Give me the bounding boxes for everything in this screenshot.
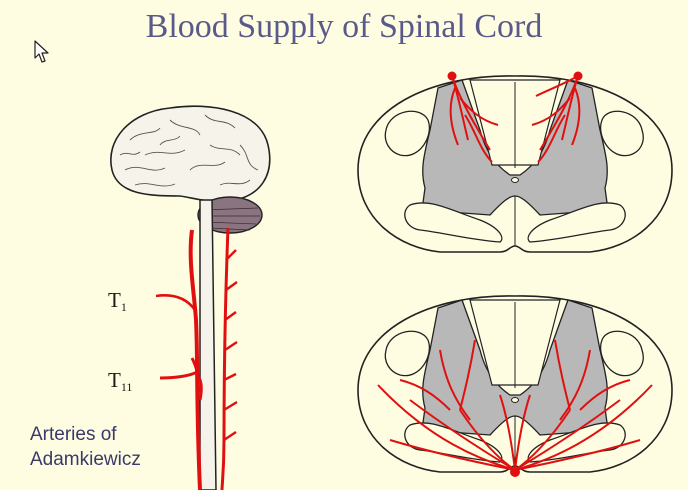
label-arteries-line1: Arteries of [30,422,141,447]
posterior-spinal-artery [222,228,228,490]
label-t11-letter: T [108,368,121,392]
label-t1-letter: T [108,288,121,312]
t1-segmental-artery [156,295,195,310]
spinal-cord-cross-section-bottom [350,290,680,480]
label-arteries-of-adamkiewicz: Arteries of Adamkiewicz [30,422,141,472]
mouse-pointer-icon [34,40,50,64]
label-t11-subscript: 11 [121,380,133,394]
spinal-cord-cross-section-top [350,70,680,260]
label-t11: T11 [108,368,132,395]
label-t1-subscript: 1 [121,300,127,314]
t11-segmental-artery [160,358,197,378]
spinal-cord [200,200,216,490]
label-t1: T1 [108,288,127,315]
label-arteries-line2: Adamkiewicz [30,447,141,472]
slide-title: Blood Supply of Spinal Cord [0,8,688,46]
